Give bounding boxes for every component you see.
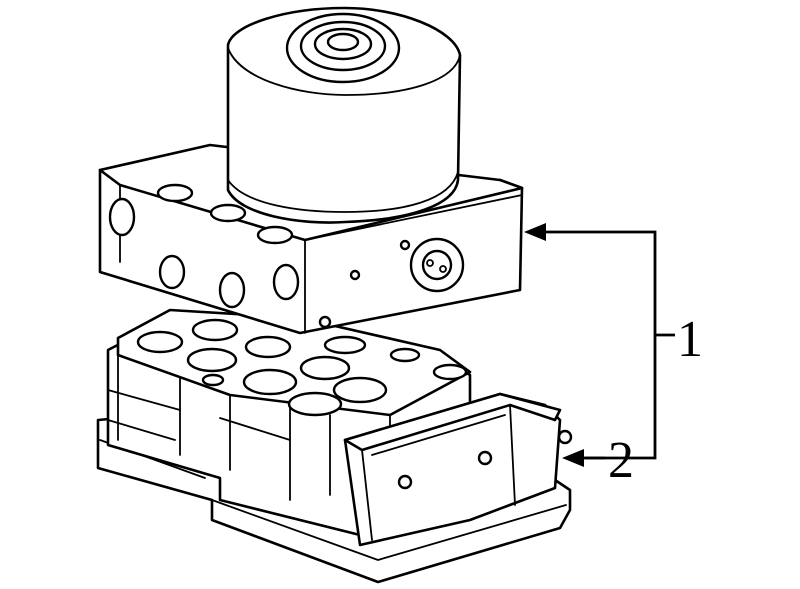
screw-hole bbox=[399, 239, 411, 251]
block-connector-pin bbox=[439, 265, 447, 273]
lower-port bbox=[242, 368, 298, 396]
callout-label-2: 2 bbox=[608, 432, 634, 489]
lower-port bbox=[287, 391, 343, 417]
control-unit bbox=[96, 308, 573, 584]
arrowhead-1 bbox=[524, 223, 546, 241]
lower-port bbox=[244, 335, 292, 359]
top-port bbox=[256, 225, 294, 245]
side-port bbox=[218, 271, 246, 309]
screw-hole bbox=[318, 315, 332, 329]
callout-leaders bbox=[524, 223, 675, 467]
top-port bbox=[156, 183, 194, 203]
lower-port bbox=[201, 373, 225, 387]
lower-port bbox=[332, 376, 388, 404]
screw-hole bbox=[349, 269, 361, 281]
lower-port bbox=[136, 330, 184, 354]
connector-pin bbox=[477, 450, 493, 466]
connector-pin bbox=[397, 474, 413, 490]
lower-port bbox=[186, 347, 238, 373]
connector-inner-wall bbox=[361, 404, 516, 541]
lower-port bbox=[389, 347, 421, 363]
leader-line-1 bbox=[540, 230, 657, 460]
motor-cap-center bbox=[326, 32, 360, 52]
arrowhead-2 bbox=[562, 449, 584, 467]
lower-port bbox=[323, 335, 367, 355]
lower-port bbox=[432, 363, 468, 381]
top-port bbox=[209, 203, 247, 223]
side-port bbox=[272, 263, 300, 301]
block-connector-pin bbox=[426, 259, 434, 267]
lower-port bbox=[191, 318, 239, 342]
side-port bbox=[158, 254, 186, 290]
hydraulic-unit bbox=[98, 6, 524, 335]
pump-motor-body bbox=[226, 6, 462, 224]
motor-base-rim bbox=[227, 171, 459, 213]
lower-port bbox=[299, 355, 351, 381]
connector-latch bbox=[557, 429, 573, 445]
side-port bbox=[108, 197, 136, 237]
body-ribs bbox=[117, 354, 391, 501]
motor-top-rim bbox=[227, 47, 461, 96]
callout-label-1: 1 bbox=[677, 311, 703, 368]
body-detail bbox=[107, 389, 291, 441]
